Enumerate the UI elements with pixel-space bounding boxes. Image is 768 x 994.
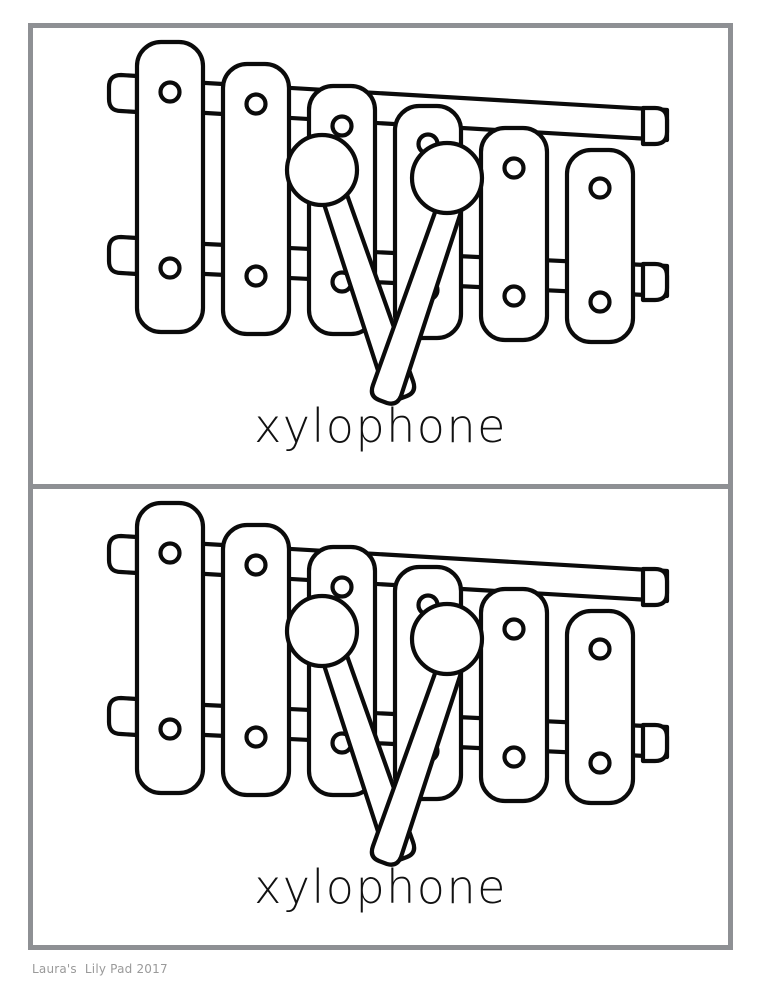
- mallet-right-head: [409, 140, 485, 216]
- rail-lower-right-cap: [640, 722, 670, 764]
- rail-lower-right-cap: [640, 261, 670, 303]
- flashcard-content: xylophone: [33, 28, 728, 484]
- rail-upper-right-cap: [640, 105, 670, 147]
- bar-5: [478, 125, 550, 343]
- bar-hole-bottom: [502, 745, 526, 769]
- mallet-left-head: [284, 132, 360, 208]
- flashcard-stack: xylophone: [28, 23, 733, 955]
- bar-hole-bottom: [158, 717, 182, 741]
- bar-6: [564, 147, 636, 345]
- footer-credit: Laura's Lily Pad 2017: [32, 962, 168, 976]
- bar-5: [478, 586, 550, 804]
- bar-hole-bottom: [502, 284, 526, 308]
- mallet-right-head: [409, 601, 485, 677]
- bar-hole-top: [158, 80, 182, 104]
- bar-2: [220, 522, 292, 798]
- bar-hole-bottom: [588, 751, 612, 775]
- xylophone-illustration: [106, 39, 670, 406]
- xylophone-illustration: [106, 500, 670, 867]
- bar-hole-top: [588, 637, 612, 661]
- rail-upper-left-cap: [106, 533, 140, 576]
- bar-1: [134, 39, 206, 335]
- bar-hole-top: [158, 541, 182, 565]
- bar-hole-bottom: [588, 290, 612, 314]
- rail-lower-left-cap: [106, 695, 140, 738]
- mallet-right-stick: [369, 662, 464, 867]
- xylophone-mallets: [284, 132, 485, 406]
- bar-hole-top: [502, 156, 526, 180]
- rail-lower-left-cap: [106, 234, 140, 277]
- bar-1: [134, 500, 206, 796]
- xylophone-bars: [134, 39, 636, 345]
- bar-hole-top: [502, 617, 526, 641]
- flashcard-content: xylophone: [33, 489, 728, 945]
- word-label: xylophone: [254, 860, 507, 914]
- bar-hole-top: [244, 553, 268, 577]
- bar-hole-top: [330, 575, 354, 599]
- bar-hole-top: [588, 176, 612, 200]
- mallet-left-head: [284, 593, 360, 669]
- word-label: xylophone: [254, 399, 507, 453]
- bar-hole-bottom: [244, 264, 268, 288]
- bar-hole-bottom: [158, 256, 182, 280]
- bar-2: [220, 61, 292, 337]
- rail-upper-left-cap: [106, 72, 140, 115]
- rail-upper-right-cap: [640, 566, 670, 608]
- bar-6: [564, 608, 636, 806]
- bar-hole-top: [244, 92, 268, 116]
- bar-hole-top: [330, 114, 354, 138]
- flashcard[interactable]: xylophone: [28, 484, 733, 950]
- flashcard[interactable]: xylophone: [28, 23, 733, 489]
- bar-hole-bottom: [244, 725, 268, 749]
- xylophone-mallets: [284, 593, 485, 867]
- mallet-right-stick: [369, 201, 464, 406]
